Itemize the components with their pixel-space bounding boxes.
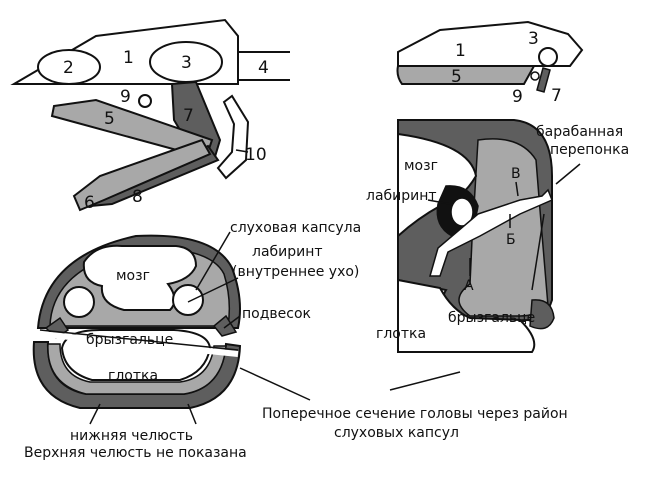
ear-label-point-b: Б xyxy=(506,232,516,248)
label-6: 6 xyxy=(84,193,95,213)
cross-label-suspensorium: подвесок xyxy=(242,306,311,322)
ear-labyrinth xyxy=(450,197,474,227)
label-3: 3 xyxy=(181,53,192,73)
cross-suspensorium-right xyxy=(212,314,238,337)
small-label-7: 7 xyxy=(551,86,562,106)
label-1: 1 xyxy=(123,48,134,68)
ear-label-eardrum-1: барабанная xyxy=(536,124,623,140)
small-label-3: 3 xyxy=(528,29,539,49)
label-5: 5 xyxy=(104,109,115,129)
small-otic-3 xyxy=(538,47,558,67)
cross-label-spiracle: брызгальце xyxy=(86,332,173,348)
leader-lower-jaw-2 xyxy=(187,403,197,425)
cross-spiracle-slit xyxy=(39,331,239,357)
cross-label-pharynx: глотка xyxy=(108,368,158,384)
ear-label-point-a: А xyxy=(464,278,474,294)
cross-labyrinth-left xyxy=(63,286,95,318)
cross-label-upper-jaw-note: Верхняя челюсть не показана xyxy=(24,445,247,461)
small-hyomandibula-7 xyxy=(536,67,551,93)
small-spiracle-9 xyxy=(530,71,540,81)
ear-section-diagram: барабанная перепонка мозг лабиринт В Б А… xyxy=(366,119,629,353)
label-10: 10 xyxy=(245,145,267,165)
small-label-9: 9 xyxy=(512,87,523,107)
leader-10 xyxy=(235,149,249,153)
leader-b-arrow xyxy=(531,213,545,291)
small-skull-diagram: 1 3 5 9 7 xyxy=(396,20,584,107)
leader-suspensorium xyxy=(223,315,241,329)
ear-label-point-v: В xyxy=(511,166,521,182)
small-label-5: 5 xyxy=(451,67,462,87)
spiracle-hole xyxy=(138,94,152,108)
cross-label-labyrinth: лабиринт xyxy=(252,244,323,260)
ear-label-brain: мозг xyxy=(404,158,438,174)
label-8: 8 xyxy=(132,187,143,207)
leader-v xyxy=(515,181,519,197)
leader-eardrum xyxy=(555,163,581,185)
cross-section-diagram: слуховая капсула лабиринт (внутреннее ух… xyxy=(24,220,361,461)
ear-label-eardrum-2: перепонка xyxy=(550,142,629,158)
cross-labyrinth-right xyxy=(172,284,204,316)
ear-spiracle-cartilage xyxy=(529,299,555,330)
ear-canal xyxy=(429,188,553,277)
leader-labyrinth-ear xyxy=(427,199,451,205)
label-4: 4 xyxy=(258,58,269,78)
hyoid-arch-10 xyxy=(216,94,250,180)
label-9: 9 xyxy=(120,87,131,107)
caption: Поперечное сечение головы через район сл… xyxy=(239,367,568,441)
nasal-capsule xyxy=(37,49,101,85)
cross-spiracle-slit-edge xyxy=(39,329,239,351)
caption-leader-left xyxy=(239,367,311,401)
ear-pharynx xyxy=(397,278,536,353)
small-label-1: 1 xyxy=(455,41,466,61)
ear-label-labyrinth: лабиринт xyxy=(366,188,437,204)
label-7: 7 xyxy=(183,106,194,126)
caption-line-1: Поперечное сечение головы через район xyxy=(262,406,568,422)
skull-lateral-diagram: 1 2 3 4 5 6 7 8 9 10 xyxy=(10,18,290,213)
caption-line-2: слуховых капсул xyxy=(334,425,459,441)
ear-label-spiracle: брызгальце xyxy=(448,310,535,326)
ear-label-pharynx: глотка xyxy=(376,326,426,342)
label-2: 2 xyxy=(63,58,74,78)
cross-label-auditory-capsule: слуховая капсула xyxy=(230,220,361,236)
leader-auditory-capsule xyxy=(195,231,231,291)
leader-labyrinth xyxy=(187,277,239,303)
cross-label-brain: мозг xyxy=(116,268,150,284)
leader-lower-jaw xyxy=(89,403,101,425)
cross-label-lower-jaw: нижняя челюсть xyxy=(70,428,193,444)
cross-label-inner-ear: (внутреннее ухо) xyxy=(232,264,359,280)
small-palatoquadrate-5 xyxy=(396,65,536,85)
caption-leader-right xyxy=(389,371,461,391)
cross-lower-jaw-inner xyxy=(47,343,227,395)
cross-brain-cavity xyxy=(82,244,198,311)
ceratohyal-6 xyxy=(72,138,212,212)
